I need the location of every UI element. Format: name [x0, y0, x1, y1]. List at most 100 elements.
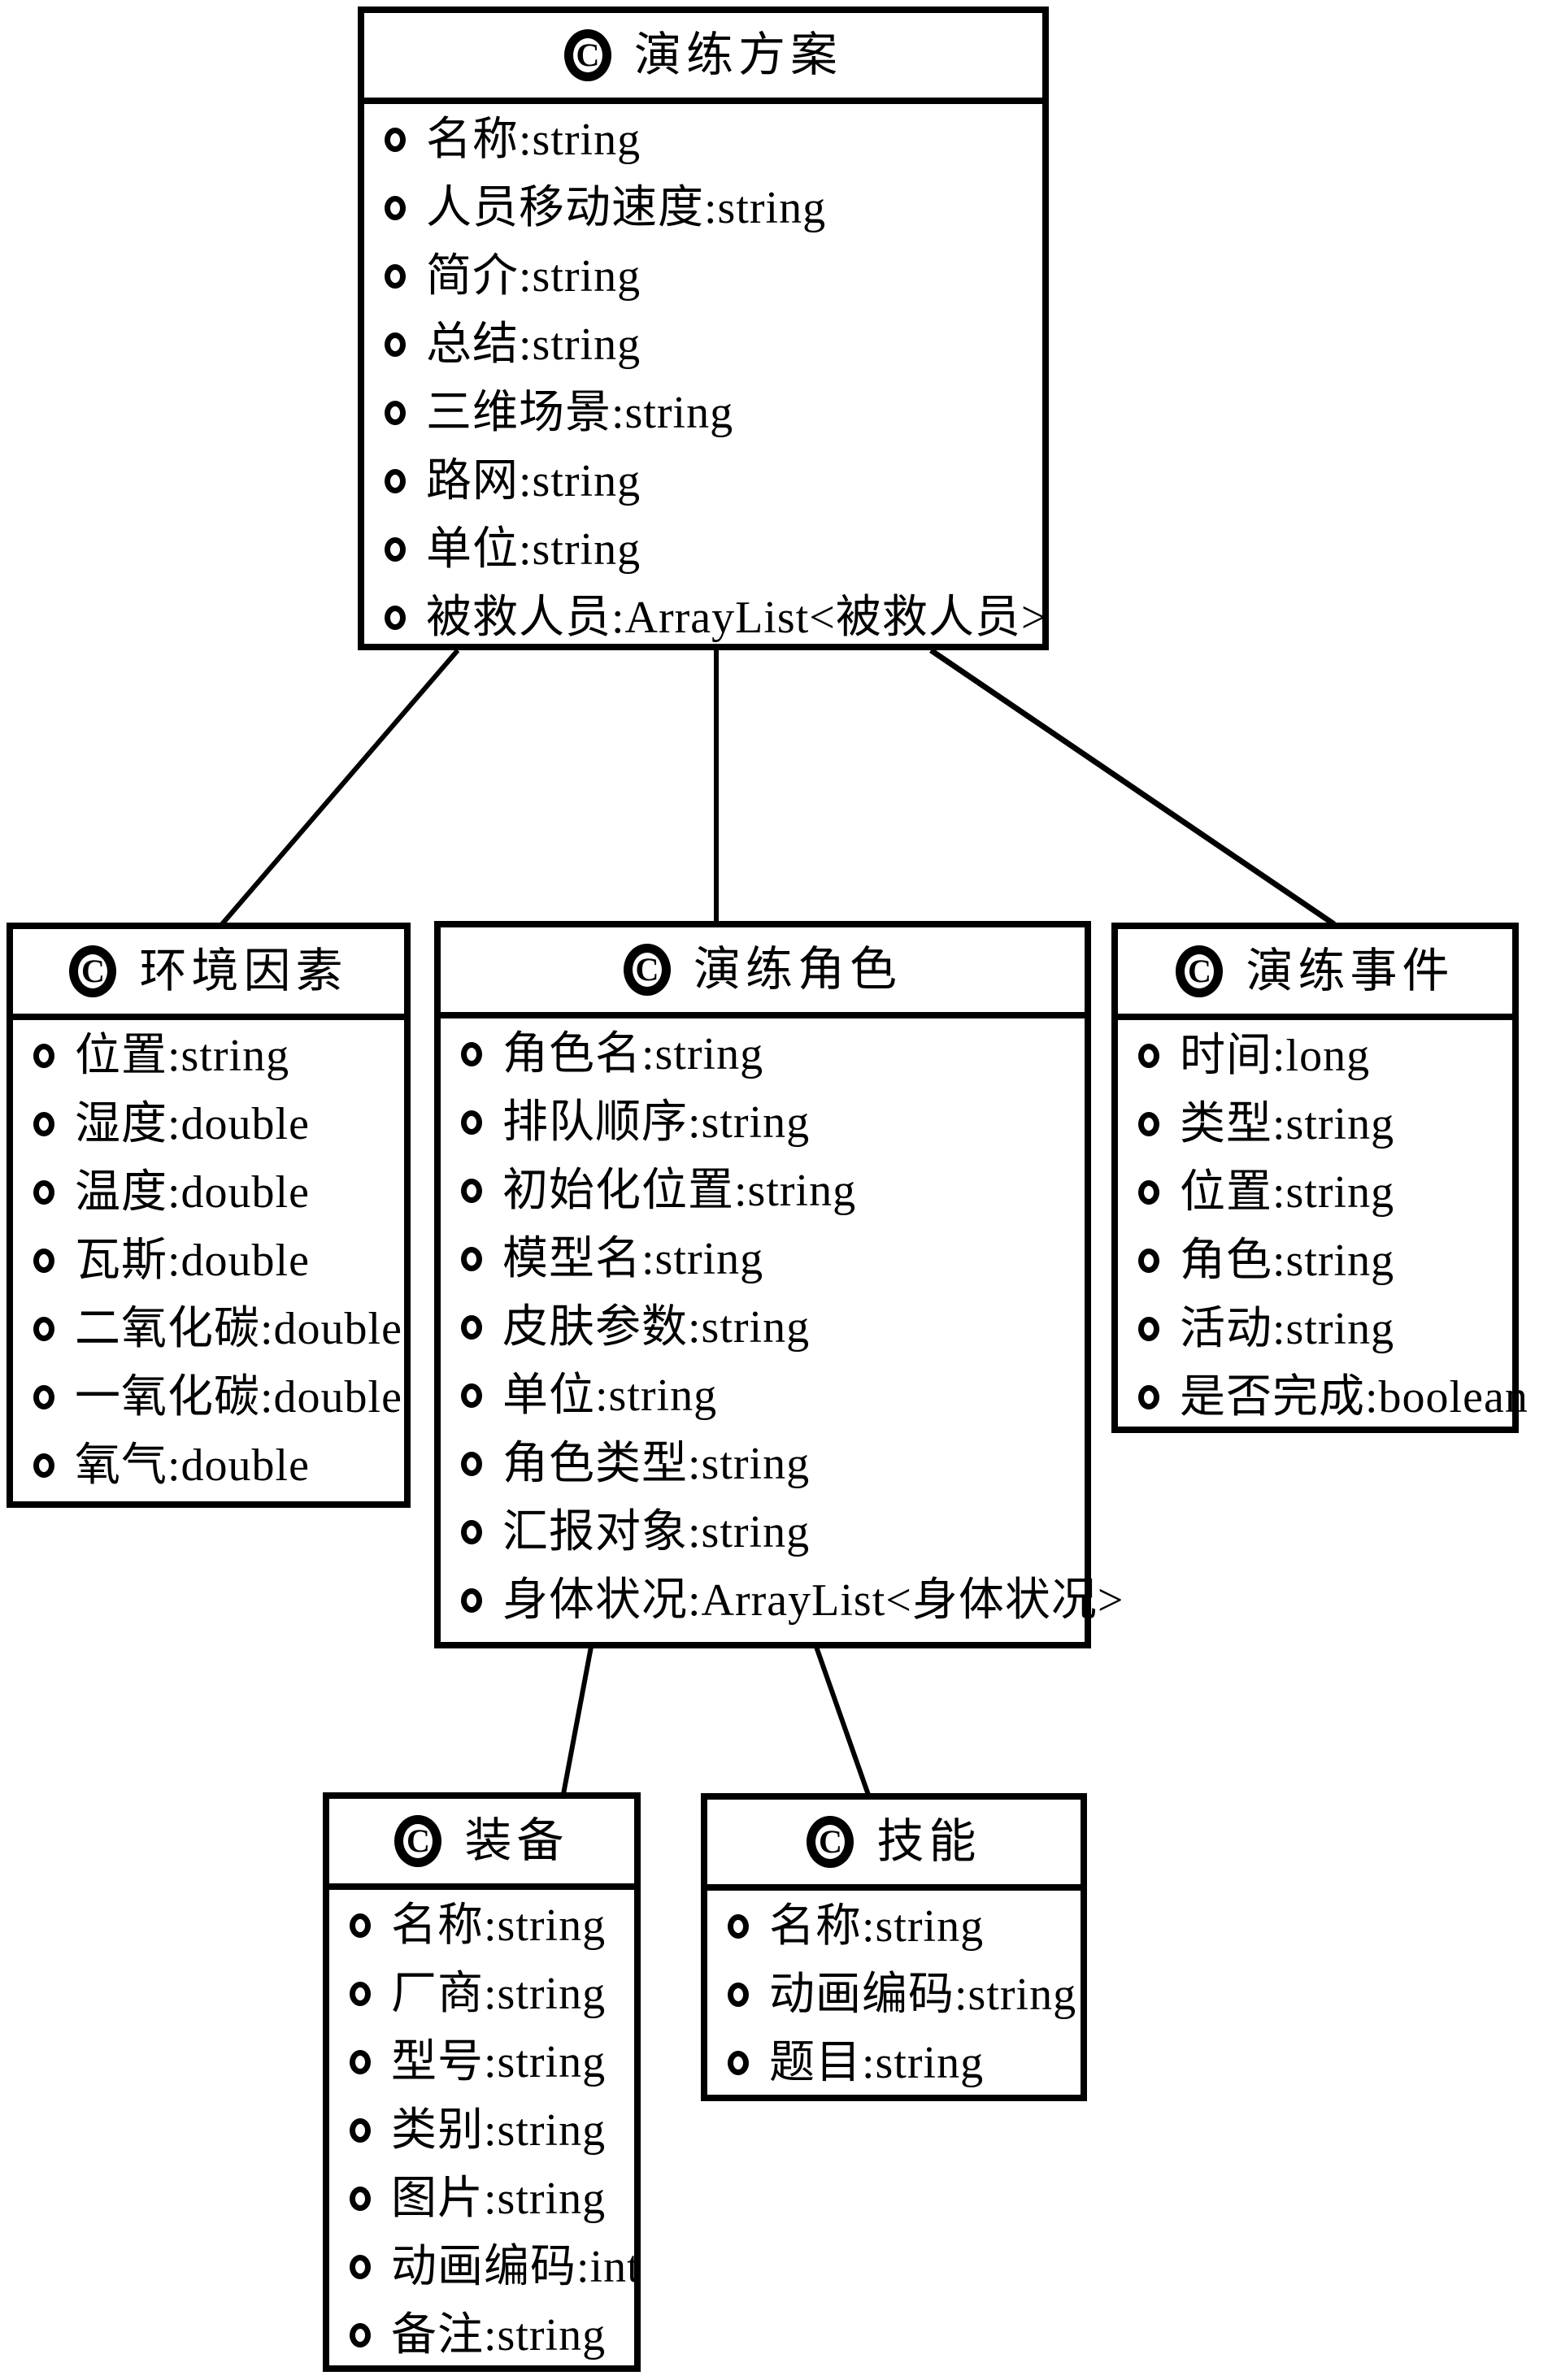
public-attribute-icon [385, 196, 406, 220]
attribute-list: 位置:string 湿度:double 温度:double 瓦斯:double 二氧化碳… [13, 1020, 404, 1501]
attribute-label: 单位:string [502, 1370, 718, 1421]
association-line-role-equipment [561, 1646, 594, 1795]
attribute-row: 单位:string [364, 515, 1042, 584]
public-attribute-icon [461, 1110, 482, 1135]
public-attribute-icon [728, 1983, 749, 2007]
public-attribute-icon [1138, 1317, 1159, 1341]
attribute-label: 总结:string [426, 319, 641, 370]
class-icon: C [807, 1816, 854, 1868]
attribute-label: 初始化位置:string [502, 1166, 857, 1216]
class-header: C 环境因素 [13, 929, 404, 1020]
public-attribute-icon [350, 1913, 371, 1938]
attribute-row: 角色类型:string [441, 1430, 1085, 1498]
public-attribute-icon [33, 1453, 54, 1478]
association-line-role-skill [814, 1646, 871, 1796]
public-attribute-icon [33, 1112, 54, 1136]
attribute-label: 被救人员:ArrayList<被救人员> [426, 593, 1048, 643]
attribute-row: 单位:string [441, 1362, 1085, 1430]
attribute-list: 角色名:string 排队顺序:string 初始化位置:string 模型名:str… [441, 1018, 1123, 1642]
attribute-row: 瓦斯:double [13, 1227, 404, 1295]
attribute-label: 模型名:string [502, 1234, 764, 1284]
attribute-label: 名称:string [426, 115, 641, 165]
public-attribute-icon [350, 1982, 371, 2006]
public-attribute-icon [33, 1317, 54, 1341]
attribute-label: 温度:double [75, 1167, 310, 1218]
attribute-label: 瓦斯:double [75, 1236, 310, 1286]
class-header: C 演练方案 [364, 13, 1042, 104]
class-header: C 演练事件 [1118, 929, 1512, 1020]
attribute-row: 简介:string [364, 242, 1042, 311]
attribute-row: 温度:double [13, 1158, 404, 1227]
attribute-label: 是否完成:boolean [1180, 1372, 1528, 1422]
public-attribute-icon [461, 1520, 482, 1544]
public-attribute-icon [33, 1385, 54, 1409]
attribute-row: 被救人员:ArrayList<被救人员> [364, 584, 1046, 652]
attribute-row: 活动:string [1118, 1295, 1512, 1363]
attribute-row: 三维场景:string [364, 379, 1042, 447]
public-attribute-icon [728, 1914, 749, 1939]
attribute-label: 角色名:string [502, 1029, 764, 1079]
attribute-row: 总结:string [364, 311, 1042, 379]
attribute-row: 位置:string [1118, 1158, 1512, 1227]
class-icon: C [623, 944, 671, 996]
class-icon: C [563, 29, 611, 81]
association-line-plan-environment [220, 649, 460, 926]
attribute-row: 厂商:string [329, 1960, 634, 2028]
public-attribute-icon [385, 606, 406, 630]
attribute-row: 名称:string [364, 106, 1042, 174]
attribute-row: 一氧化碳:double [13, 1363, 404, 1431]
attribute-label: 汇报对象:string [502, 1507, 811, 1557]
attribute-row: 模型名:string [441, 1225, 1085, 1293]
class-header: C 装备 [329, 1799, 634, 1890]
attribute-label: 排队顺序:string [502, 1097, 811, 1148]
public-attribute-icon [461, 1247, 482, 1271]
public-attribute-icon [461, 1179, 482, 1203]
attribute-row: 图片:string [329, 2165, 634, 2233]
attribute-row: 二氧化碳:double [13, 1295, 404, 1363]
attribute-row: 类别:string [329, 2096, 634, 2165]
public-attribute-icon [728, 2051, 749, 2075]
attribute-row: 是否完成:boolean [1118, 1363, 1528, 1431]
attribute-row: 动画编码:int [329, 2233, 640, 2301]
class-title: 演练角色 [693, 943, 902, 996]
public-attribute-icon [350, 2187, 371, 2211]
class-title: 演练事件 [1246, 945, 1455, 997]
attribute-row: 身体状况:ArrayList<身体状况> [441, 1566, 1123, 1635]
public-attribute-icon [350, 2050, 371, 2074]
public-attribute-icon [1138, 1044, 1159, 1068]
attribute-label: 类别:string [391, 2105, 607, 2156]
class-icon: C [394, 1815, 442, 1867]
public-attribute-icon [350, 2323, 371, 2347]
attribute-label: 活动:string [1180, 1304, 1395, 1354]
attribute-label: 位置:string [75, 1031, 290, 1081]
attribute-label: 题目:string [769, 2038, 985, 2088]
public-attribute-icon [1138, 1249, 1159, 1273]
public-attribute-icon [385, 401, 406, 425]
public-attribute-icon [1138, 1180, 1159, 1205]
public-attribute-icon [385, 537, 406, 562]
attribute-label: 备注:string [391, 2310, 607, 2360]
attribute-label: 类型:string [1180, 1099, 1395, 1149]
public-attribute-icon [33, 1044, 54, 1068]
class-title: 技能 [876, 1815, 981, 1868]
attribute-row: 位置:string [13, 1022, 404, 1090]
attribute-row: 排队顺序:string [441, 1088, 1085, 1157]
attribute-label: 身体状况:ArrayList<身体状况> [502, 1575, 1124, 1626]
attribute-row: 角色名:string [441, 1020, 1085, 1088]
attribute-row: 皮肤参数:string [441, 1293, 1085, 1362]
class-box-environment-factors: C 环境因素 位置:string 湿度:double 温度:double 瓦斯:dou… [7, 923, 411, 1508]
attribute-row: 湿度:double [13, 1090, 404, 1158]
attribute-row: 时间:long [1118, 1022, 1512, 1090]
class-title: 装备 [464, 1814, 569, 1867]
class-box-exercise-role: C 演练角色 角色名:string 排队顺序:string 初始化位置:string… [434, 921, 1123, 1648]
association-line-plan-event [929, 648, 1336, 927]
attribute-row: 初始化位置:string [441, 1157, 1085, 1225]
public-attribute-icon [33, 1249, 54, 1273]
attribute-row: 路网:string [364, 447, 1042, 515]
attribute-label: 名称:string [391, 1900, 607, 1951]
attribute-row: 氧气:double [13, 1431, 404, 1500]
